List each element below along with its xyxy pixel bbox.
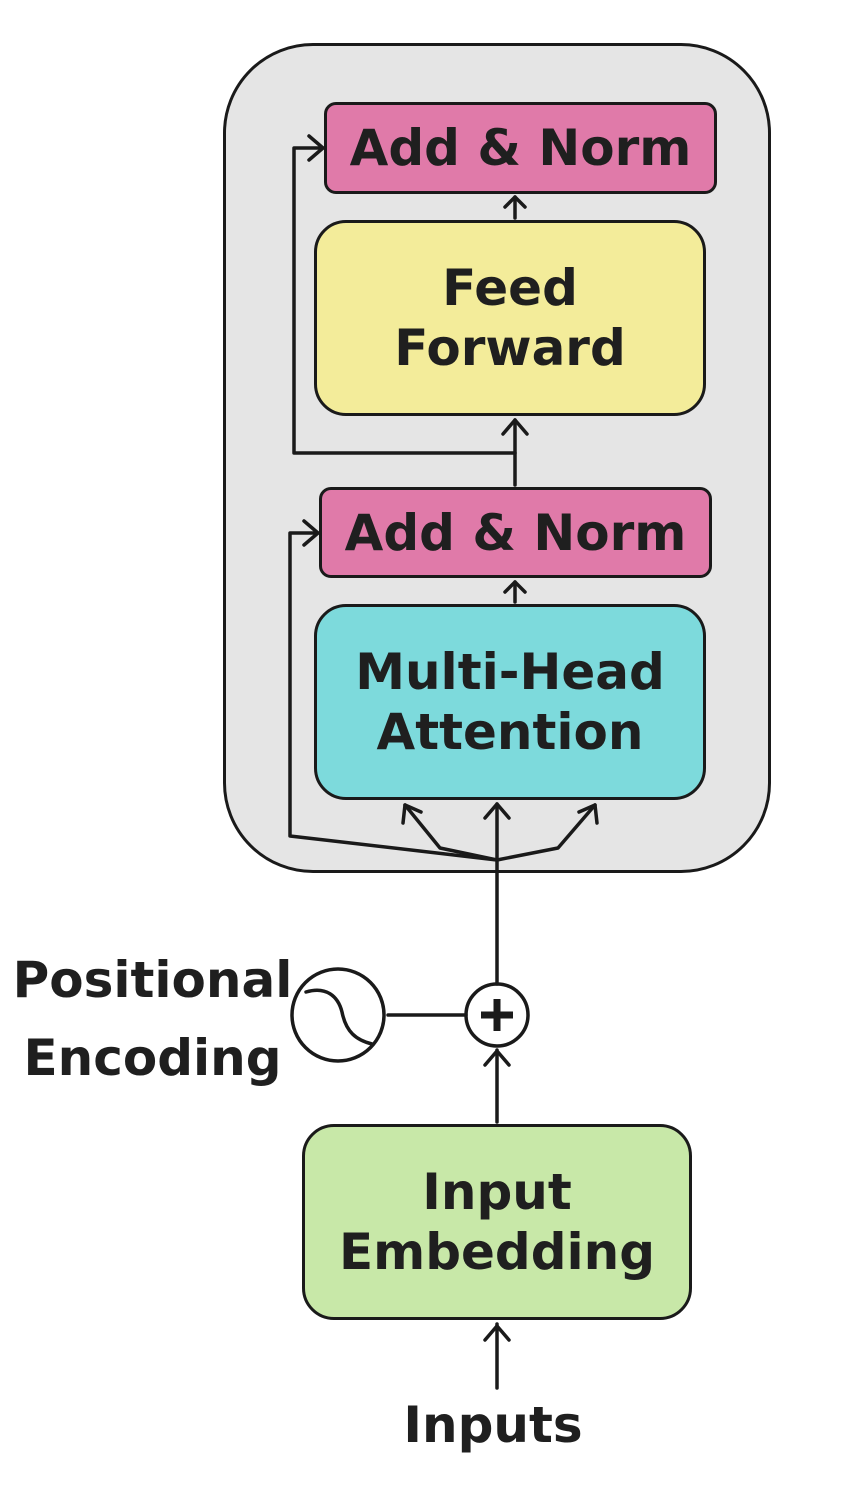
inputs-label: Inputs bbox=[403, 1396, 583, 1454]
add-norm-top-label: Add & Norm bbox=[349, 119, 692, 177]
attention-query-arrowhead bbox=[401, 803, 423, 825]
attention-key-line bbox=[495, 803, 597, 862]
residual-line-bottom bbox=[288, 531, 499, 862]
positional-encoding-label: Positional Encoding bbox=[10, 942, 295, 1097]
sine-wave-icon bbox=[290, 967, 386, 1063]
attention-to-addnorm-arrowhead bbox=[503, 580, 527, 594]
multi-head-attention-line1: Multi-Head bbox=[355, 643, 665, 701]
feed-forward-line1: Feed bbox=[442, 259, 578, 317]
input-embedding-line1: Input bbox=[422, 1163, 572, 1221]
positional-encoding-line1: Positional bbox=[12, 951, 293, 1009]
multi-head-attention-block: Multi-Head Attention bbox=[314, 604, 706, 800]
ff-to-addnorm-arrowhead bbox=[503, 195, 527, 209]
positional-encoding-line2: Encoding bbox=[23, 1028, 282, 1087]
attention-query-line bbox=[403, 803, 499, 862]
add-norm-top-block: Add & Norm bbox=[324, 102, 717, 194]
feed-forward-line2: Forward bbox=[394, 319, 626, 377]
addnorm-to-ff-arrowhead bbox=[501, 418, 529, 436]
plus-circle-icon bbox=[464, 982, 530, 1048]
attention-key-arrowhead bbox=[577, 803, 599, 825]
add-norm-bottom-label: Add & Norm bbox=[344, 503, 687, 562]
feed-forward-block: Feed Forward bbox=[314, 220, 706, 416]
embedding-to-sum-arrowhead bbox=[483, 1049, 511, 1067]
multi-head-attention-line2: Attention bbox=[376, 703, 644, 761]
residual-line-top bbox=[292, 146, 517, 455]
input-embedding-block: Input Embedding bbox=[302, 1124, 692, 1320]
inputs-arrowhead bbox=[483, 1324, 511, 1342]
add-norm-bottom-block: Add & Norm bbox=[319, 487, 712, 578]
residual-arrowhead-top bbox=[307, 134, 325, 162]
input-embedding-line2: Embedding bbox=[338, 1223, 656, 1281]
attention-value-arrowhead bbox=[483, 802, 511, 820]
residual-arrowhead-bottom bbox=[302, 519, 320, 547]
